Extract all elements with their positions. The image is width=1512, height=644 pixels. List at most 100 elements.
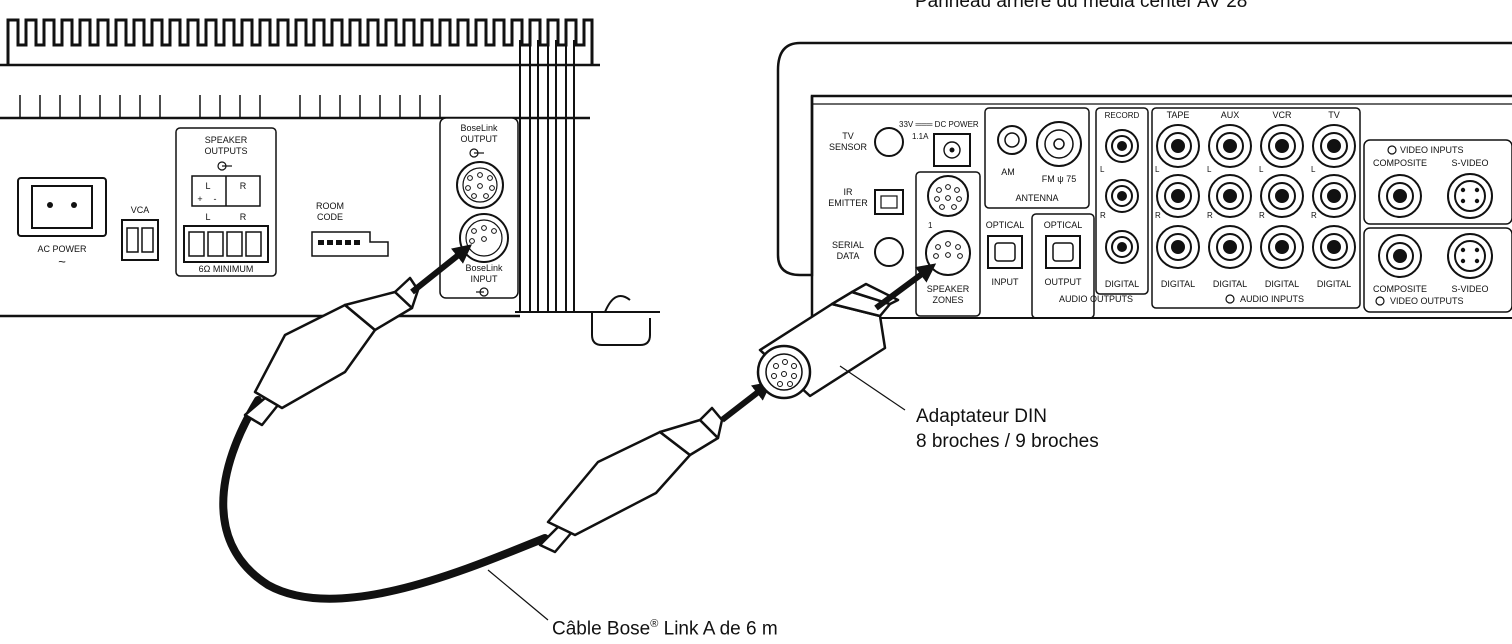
antenna-panel (984, 107, 1090, 209)
media-center-rear-panel: TV SENSOR IR EMITTER SERIAL DATA 33V ═══… (776, 41, 1512, 319)
ir-emitter-label-1: IR (844, 187, 854, 197)
plus-label: + (197, 194, 202, 204)
vca-slot-2 (141, 227, 154, 253)
cable-connector-amp (243, 276, 420, 427)
dc-power-label: 33V ═══ DC POWER (899, 120, 979, 129)
amplifier-rear-panel: AC POWER ~ VCA SPEAKER OUTPUTS L R + - L… (0, 18, 660, 346)
boselink-input-port[interactable] (459, 213, 509, 263)
speaker-terminal-3[interactable] (226, 231, 243, 257)
registered-mark: ® (650, 618, 659, 630)
speaker-zones-label-1: SPEAKER (927, 284, 970, 294)
record-label: RECORD (1105, 111, 1140, 120)
serial-data-label-1: SERIAL (832, 240, 864, 250)
arrow-to-speaker-zones (874, 263, 937, 311)
optical-input-sub: INPUT (992, 277, 1020, 287)
dc-current-label: 1.1A (912, 132, 929, 141)
svideo-in-label: S-VIDEO (1451, 158, 1488, 168)
boselink-output-port[interactable] (456, 161, 504, 209)
tape-digital-label: DIGITAL (1161, 279, 1195, 289)
ac-pin-right (71, 202, 77, 208)
din-adapter (756, 282, 900, 400)
channel-l-label-2: L (205, 212, 210, 222)
grille-ticks (19, 95, 441, 118)
media-center-outline (776, 41, 1512, 277)
optical-output-sub: OUTPUT (1045, 277, 1083, 287)
tv-r: R (1311, 211, 1317, 220)
room-code-label-2: CODE (317, 212, 343, 222)
vca-terminal[interactable] (121, 219, 159, 261)
optical-output-panel (1031, 213, 1095, 319)
composite-out-label: COMPOSITE (1373, 284, 1427, 294)
svideo-out-label: S-VIDEO (1451, 284, 1488, 294)
speaker-terminal-2[interactable] (207, 231, 224, 257)
cable-connector-adapter (538, 406, 724, 554)
aux-digital-label: DIGITAL (1213, 279, 1247, 289)
room-code-label-1: ROOM (316, 201, 344, 211)
am-label: AM (1001, 167, 1015, 177)
boselink-output-label-1: BoseLink (460, 123, 498, 133)
serial-data-label-2: DATA (837, 251, 860, 261)
speaker-outputs-label-2: OUTPUTS (204, 146, 247, 156)
cable-callout-pre: Câble Bose (552, 618, 651, 640)
boselink-input-label-1: BoseLink (465, 263, 503, 273)
speaker-outputs-label-1: SPEAKER (205, 135, 248, 145)
video-inputs-panel (1363, 139, 1512, 225)
vcr-digital-label: DIGITAL (1265, 279, 1299, 289)
ir-emitter-jack[interactable] (874, 189, 904, 215)
video-jacks[interactable] (1378, 173, 1493, 279)
audio-outputs-label: AUDIO OUTPUTS (1059, 294, 1133, 304)
boselink-output-label-2: OUTPUT (461, 134, 499, 144)
audio-inputs-label: AUDIO INPUTS (1240, 294, 1304, 304)
video-outputs-panel (1363, 227, 1512, 313)
tv-l: L (1311, 165, 1316, 174)
speaker-terminal-1[interactable] (188, 231, 205, 257)
tv-sensor-label-2: SENSOR (829, 142, 868, 152)
video-inputs-label: VIDEO INPUTS (1400, 145, 1464, 155)
tv-sensor-jack[interactable] (874, 127, 904, 157)
minimum-label: 6Ω MINIMUM (199, 264, 254, 274)
ac-pin-left (47, 202, 53, 208)
vca-slot-1 (126, 227, 139, 253)
serial-data-jack[interactable] (874, 237, 904, 267)
ac-power-label: AC POWER (37, 244, 87, 254)
cable-callout: Câble Bose® Link A de 6 m (552, 612, 778, 641)
rca-jack-grid[interactable] (1105, 124, 1356, 269)
optical-output-port[interactable] (1045, 235, 1081, 269)
channel-r-label: R (240, 181, 247, 191)
composite-in-label: COMPOSITE (1373, 158, 1427, 168)
vcr-r: R (1259, 211, 1265, 220)
record-l: L (1100, 165, 1105, 174)
tv-digital-label: DIGITAL (1317, 279, 1351, 289)
fm-antenna-jack[interactable] (1036, 121, 1082, 167)
arrow-to-adapter (720, 381, 773, 423)
room-code-dip-switches[interactable] (318, 240, 360, 245)
fm-label: FM ψ 75 (1042, 174, 1076, 184)
aux-l: L (1207, 165, 1212, 174)
tv-sensor-label-1: TV (842, 131, 854, 141)
adapter-leader-line (839, 365, 906, 411)
header-caption: Panneau arrière du media center AV 28 (915, 0, 1248, 12)
speaker-terminal-4[interactable] (245, 231, 262, 257)
optical-input-label: OPTICAL (986, 220, 1025, 230)
optical-input-port[interactable] (987, 235, 1023, 269)
tape-r: R (1155, 211, 1161, 220)
tape-label: TAPE (1167, 110, 1190, 120)
am-antenna-jack[interactable] (997, 125, 1027, 155)
heat-sink-fins (6, 18, 594, 65)
adapter-callout-line-1: Adaptateur DIN (916, 406, 1047, 427)
minus-label: - (214, 194, 217, 204)
video-outputs-arrow-icon (1375, 296, 1385, 306)
vcr-l: L (1259, 165, 1264, 174)
boselink-input-label-2: INPUT (471, 274, 499, 284)
aux-r: R (1207, 211, 1213, 220)
aux-label: AUX (1221, 110, 1240, 120)
cable-line (219, 396, 549, 603)
ir-emitter-label-2: EMITTER (828, 198, 868, 208)
ac-power-inlet-inner (31, 185, 93, 229)
optical-output-label: OPTICAL (1044, 220, 1083, 230)
speaker-zone-number: 1 (928, 221, 933, 230)
vcr-label: VCR (1272, 110, 1292, 120)
side-heat-sink (515, 40, 660, 346)
record-digital-label: DIGITAL (1105, 279, 1139, 289)
tv-label: TV (1328, 110, 1340, 120)
